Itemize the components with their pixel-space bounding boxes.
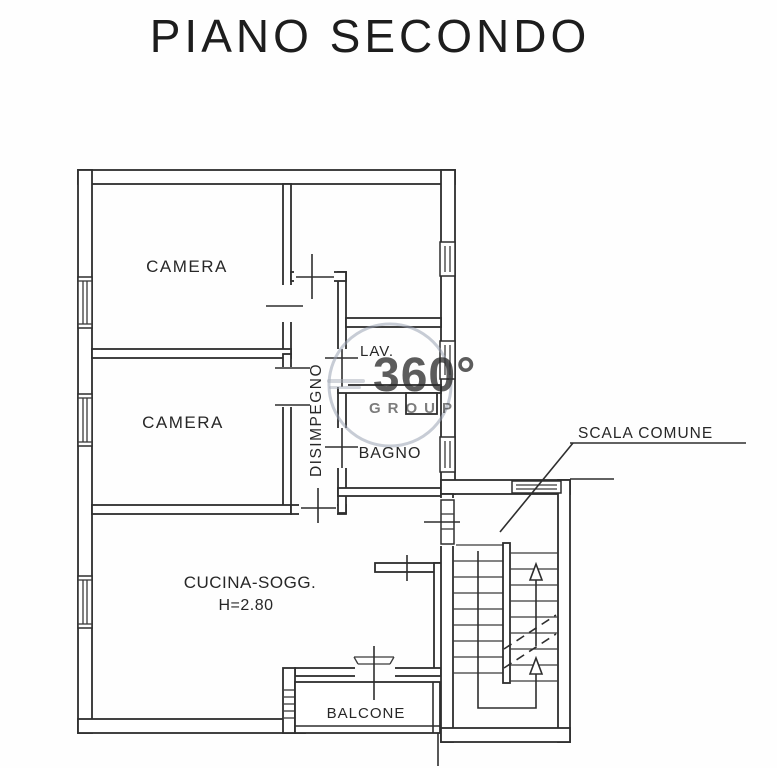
door-entry	[424, 498, 460, 546]
room-labels: CAMERA CAMERA DISIMPEGNO LAV. BAGNO CUCI…	[142, 257, 422, 722]
door-bagno	[325, 428, 358, 468]
watermark-small-text-line	[327, 379, 365, 383]
callout-leader-line	[499, 442, 574, 533]
annotation-scala-comune: SCALA COMUNE	[578, 425, 713, 442]
window-top-right-room	[439, 241, 456, 277]
watermark-subtitle: GROUP	[369, 400, 459, 417]
room-label-bagno: BAGNO	[359, 445, 422, 462]
door-cucina	[299, 488, 337, 523]
page-title: PIANO SECONDO	[150, 10, 591, 62]
stairwell	[440, 478, 614, 743]
watermark-small-text-line	[329, 386, 361, 389]
stair-direction-arrows	[477, 551, 557, 709]
room-label-camera-top: CAMERA	[146, 257, 228, 276]
balcony	[284, 681, 441, 766]
shaft-box	[405, 392, 438, 415]
window-lav	[439, 340, 456, 380]
window-bagno	[439, 436, 456, 473]
scala-comune-callout: SCALA COMUNE	[499, 425, 746, 533]
window-camera-top	[77, 276, 93, 329]
room-label-cucina: CUCINA-SOGG.	[184, 573, 317, 592]
door-camera-top	[266, 285, 303, 322]
room-label-balcone: BALCONE	[327, 705, 406, 722]
room-height-note: H=2.80	[218, 597, 273, 614]
room-label-disimpegno: DISIMPEGNO	[308, 363, 325, 477]
watermark-ring	[327, 322, 453, 448]
room-label-camera-bottom: CAMERA	[142, 413, 224, 432]
window-camera-bottom	[77, 393, 93, 447]
room-label-lav: LAV.	[360, 343, 394, 360]
door-top-right-room	[294, 254, 334, 299]
balcony-railing-hatch	[284, 689, 294, 719]
door-balcone	[353, 646, 395, 700]
door-camera-bottom	[275, 367, 310, 407]
stair-stringer	[502, 542, 511, 684]
window-cucina	[77, 575, 93, 629]
watermark: 360° GROUP	[327, 322, 476, 448]
watermark-brand: 360°	[373, 349, 476, 402]
